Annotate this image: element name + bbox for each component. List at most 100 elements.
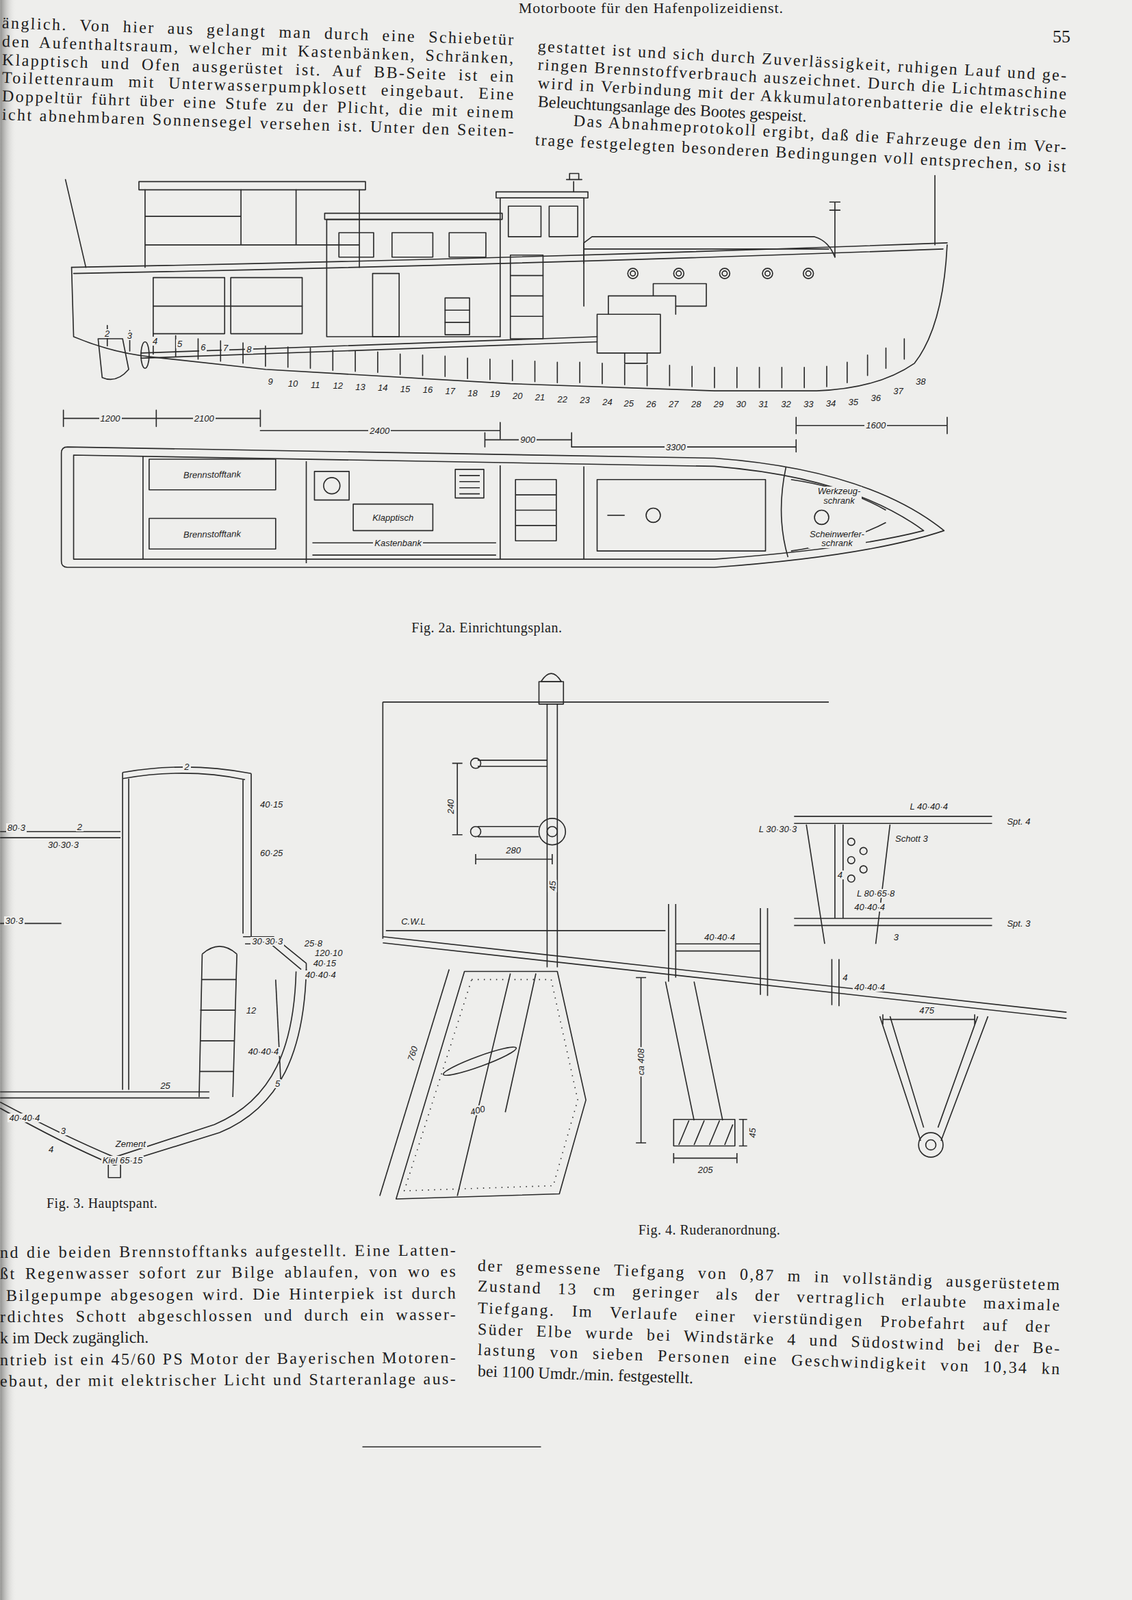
frame-number: 13: [353, 382, 367, 392]
dimension-label: 1200: [99, 414, 122, 423]
dimension-label: 45: [547, 879, 557, 892]
frame-detail-drawing: [793, 918, 992, 926]
frame-number: 3: [125, 331, 134, 341]
body-text-line: ßt Regenwasser sofort zur Bilge ablaufen…: [0, 1263, 458, 1282]
waterline-label: C.W.L: [399, 917, 428, 926]
frame-number: 17: [443, 386, 456, 396]
dimension-label: L 40·40·4: [908, 802, 949, 812]
body-text-line: ntrieb ist ein 45/60 PS Motor der Bayeri…: [0, 1348, 458, 1368]
frame-number: 11: [309, 380, 322, 390]
frame-number: 10: [286, 379, 300, 389]
frame-number: 31: [756, 399, 770, 409]
plan-drawing: [646, 508, 661, 523]
part-label: Werkzeug- schrank: [816, 486, 863, 506]
frame-detail-drawing: [847, 838, 855, 846]
dimension-label: 40·40·4: [852, 982, 887, 992]
plan-drawing: [314, 471, 350, 501]
part-label: Brennstofftank: [182, 469, 243, 480]
elevation-drawing: [444, 310, 470, 323]
frame-number: 19: [488, 389, 501, 399]
body-text-line: rdichtes Schott abgeschlossen und durch …: [0, 1306, 458, 1326]
rudder-drawing: [396, 971, 586, 1200]
plan-drawing: [455, 469, 484, 499]
frame-number: 29: [712, 399, 725, 409]
dimension-label: 30·30·3: [46, 840, 81, 850]
dimension-label: 240: [446, 797, 456, 816]
plan-drawing: [515, 479, 557, 541]
elevation-drawing: [571, 440, 796, 453]
dimension-label: 40·15: [258, 800, 285, 809]
elevation-drawing: [326, 219, 500, 337]
frame-number: 32: [779, 399, 792, 409]
frame-number: 7: [221, 343, 230, 353]
callout-number: 25: [158, 1081, 172, 1091]
frame-detail-drawing: [882, 1014, 975, 1025]
frame-number: 22: [556, 394, 569, 404]
rudder-drawing: [635, 977, 647, 1143]
dimension-label: 80·3: [6, 823, 27, 833]
elevation-drawing: [140, 336, 598, 358]
section-drawing: [0, 1091, 210, 1098]
elevation-drawing: [676, 271, 681, 276]
frame-detail-drawing: [793, 816, 992, 824]
frame-number: 26: [644, 399, 658, 409]
rudder-drawing: [739, 1119, 748, 1147]
elevation-drawing: [630, 271, 636, 276]
dimension-label: 475: [917, 1006, 936, 1015]
rule-line: [362, 1446, 542, 1448]
elevation-drawing: [596, 314, 660, 354]
frame-detail-drawing: [847, 856, 855, 864]
section-drawing: [114, 969, 306, 1166]
frame-label: Spt. 3: [1005, 919, 1032, 929]
section-drawing: [108, 1163, 121, 1178]
dimension-label: 40·15: [312, 958, 338, 968]
frame-number: 28: [689, 399, 703, 409]
rudder-drawing: [678, 1120, 733, 1146]
dimension-label: 40·40·4: [852, 902, 887, 912]
dimension-label: 30·30·3: [250, 936, 285, 946]
section-drawing: [275, 979, 281, 1082]
rudder-drawing: [457, 973, 536, 1196]
elevation-drawing: [372, 273, 400, 337]
dimension-label: 400: [468, 1103, 488, 1117]
elevation-drawing: [795, 417, 948, 434]
dimension-label: 760: [405, 1043, 419, 1063]
rudder-drawing: [538, 818, 566, 846]
body-text-line: nd die beiden Brennstofftanks aufgestell…: [0, 1242, 458, 1261]
frame-detail-drawing: [793, 816, 992, 1158]
rudder-drawing: [404, 979, 578, 1191]
plan-drawing: [781, 467, 789, 558]
elevation-drawing: [762, 268, 773, 279]
frame-number: 36: [869, 393, 882, 403]
frame-number: 9: [266, 377, 275, 387]
section-drawing: [242, 936, 306, 976]
elevation-drawing: [138, 181, 366, 190]
body-text-line: ebaut, der mit elektrischer Licht und St…: [0, 1370, 458, 1389]
rudder-drawing: [546, 704, 558, 968]
dimension-label: 900: [518, 435, 537, 445]
plan-drawing: [143, 456, 584, 564]
elevation-drawing: [548, 206, 578, 237]
plan-drawing: [607, 514, 625, 517]
body-text-line: Bilgepumpe abgesogen wird. Die Hinterpie…: [6, 1284, 458, 1304]
section-drawing: [242, 773, 252, 937]
part-label: Brennstofftank: [182, 529, 243, 540]
section-drawing: [201, 946, 237, 955]
callout-number: 4: [841, 973, 849, 983]
frame-number: 35: [847, 397, 860, 407]
elevation-drawing: [719, 268, 730, 279]
dimension-label: ca 408: [636, 1047, 646, 1077]
frame-detail-drawing: [925, 1140, 937, 1151]
frame-label: Spt. 4: [1005, 817, 1032, 827]
rudder-drawing: [441, 1043, 519, 1080]
rudder-drawing: [382, 936, 1067, 1019]
frame-number: 25: [622, 399, 635, 408]
plan-drawing: [459, 475, 480, 495]
frame-number: 24: [600, 397, 614, 407]
dimension-label: L 80·65·8: [855, 889, 896, 898]
part-label: Scheinwerfer- schrank: [808, 529, 866, 549]
frame-detail-drawing: [880, 1016, 989, 1141]
dimension-label: 3300: [664, 442, 688, 452]
elevation-drawing: [829, 201, 840, 258]
dimension-label: 45: [748, 1126, 757, 1139]
